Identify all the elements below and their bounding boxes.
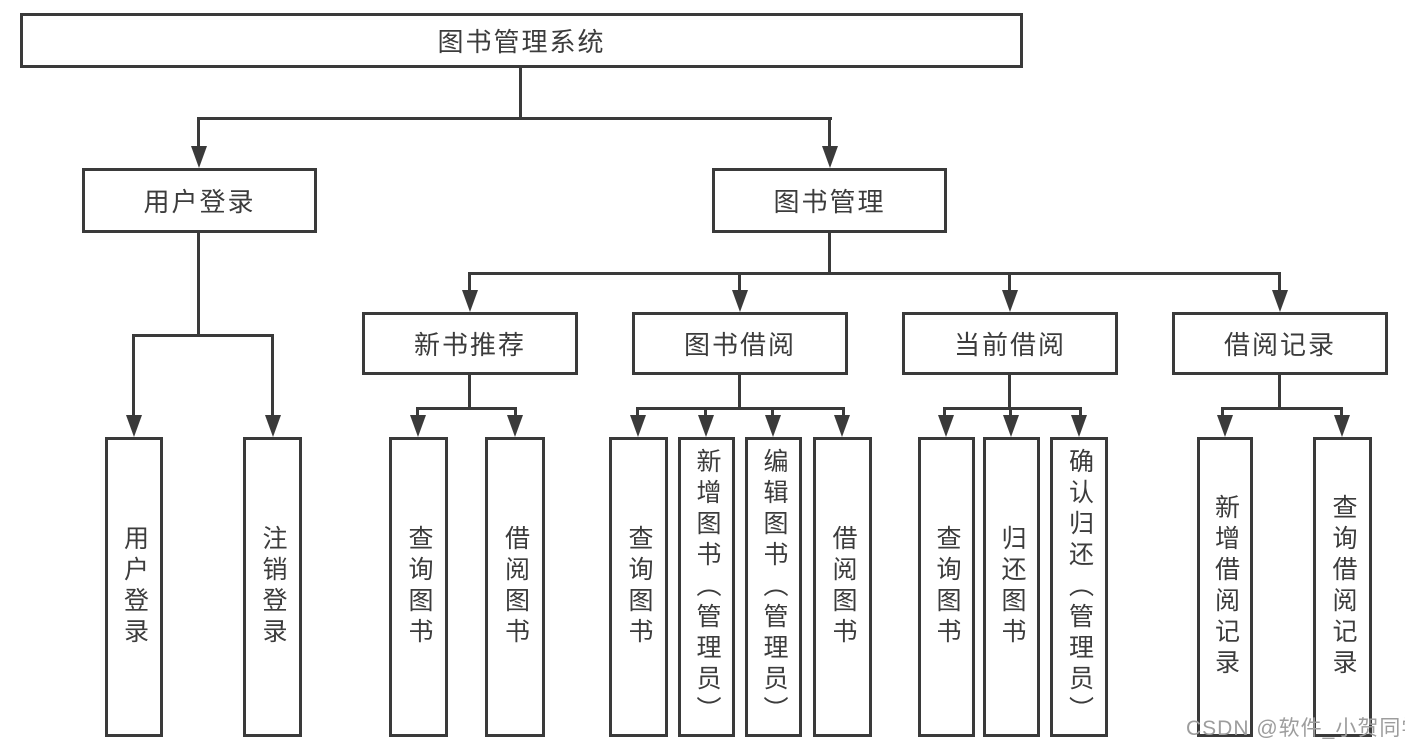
arrow-down-icon — [938, 415, 954, 437]
leaf-return-books: 归还图书 — [983, 437, 1040, 737]
arrow-down-icon — [265, 415, 281, 437]
connector-line — [197, 117, 832, 120]
arrow-down-icon — [191, 146, 207, 168]
arrow-down-icon — [507, 415, 523, 437]
connector-line — [738, 375, 741, 410]
connector-line — [828, 233, 831, 275]
connector-line — [416, 407, 517, 410]
connector-line — [1008, 272, 1011, 292]
connector-line — [771, 407, 774, 418]
connector-line — [1008, 375, 1011, 410]
node-book-borrow: 图书借阅 — [632, 312, 848, 375]
arrow-down-icon — [1003, 415, 1019, 437]
arrow-down-icon — [1334, 415, 1350, 437]
connector-line — [416, 407, 419, 418]
arrow-down-icon — [698, 415, 714, 437]
arrow-down-icon — [822, 146, 838, 168]
connector-line — [738, 272, 741, 292]
arrow-down-icon — [834, 415, 850, 437]
leaf-add-books-admin: 新增图书（管理员） — [678, 437, 735, 737]
connector-line — [468, 272, 471, 292]
connector-line — [468, 375, 471, 410]
leaf-query-borrow-record: 查询借阅记录 — [1313, 437, 1372, 737]
connector-line — [943, 407, 1082, 410]
leaf-user-login: 用户登录 — [105, 437, 163, 737]
node-user-login: 用户登录 — [82, 168, 317, 233]
connector-line — [1340, 407, 1343, 418]
arrow-down-icon — [765, 415, 781, 437]
arrow-down-icon — [126, 415, 142, 437]
arrow-down-icon — [630, 415, 646, 437]
connector-line — [514, 407, 517, 418]
arrow-down-icon — [732, 290, 748, 312]
connector-line — [636, 407, 639, 418]
connector-line — [468, 272, 1281, 275]
arrow-down-icon — [1071, 415, 1087, 437]
arrow-down-icon — [1272, 290, 1288, 312]
node-root-library-system: 图书管理系统 — [20, 13, 1023, 68]
connector-line — [1221, 407, 1343, 410]
connector-line — [132, 334, 135, 417]
leaf-confirm-return-admin: 确认归还（管理员） — [1050, 437, 1108, 737]
watermark: CSDN @软件_小贺同学 — [1186, 717, 1405, 740]
connector-line — [828, 117, 831, 148]
connector-line — [519, 68, 522, 118]
leaf-borrow-books-recommend: 借阅图书 — [485, 437, 545, 737]
connector-line — [197, 233, 200, 337]
connector-line — [1009, 407, 1012, 418]
node-new-book-recommend: 新书推荐 — [362, 312, 578, 375]
node-book-management: 图书管理 — [712, 168, 947, 233]
leaf-borrow-books: 借阅图书 — [813, 437, 872, 737]
leaf-logout: 注销登录 — [243, 437, 302, 737]
connector-line — [132, 334, 274, 337]
connector-line — [636, 407, 845, 410]
connector-line — [1221, 407, 1224, 418]
connector-line — [1278, 375, 1281, 410]
connector-line — [943, 407, 946, 418]
leaf-query-books-current: 查询图书 — [918, 437, 975, 737]
leaf-edit-books-admin: 编辑图书（管理员） — [745, 437, 802, 737]
connector-line — [842, 407, 845, 418]
arrow-down-icon — [410, 415, 426, 437]
leaf-query-books-recommend: 查询图书 — [389, 437, 448, 737]
arrow-down-icon — [1002, 290, 1018, 312]
connector-line — [1079, 407, 1082, 418]
connector-line — [197, 117, 200, 148]
leaf-add-borrow-record: 新增借阅记录 — [1197, 437, 1253, 737]
leaf-query-books-borrow: 查询图书 — [609, 437, 668, 737]
arrow-down-icon — [1217, 415, 1233, 437]
node-current-borrow: 当前借阅 — [902, 312, 1118, 375]
connector-line — [1278, 272, 1281, 292]
connector-line — [704, 407, 707, 418]
node-borrow-records: 借阅记录 — [1172, 312, 1388, 375]
connector-line — [271, 334, 274, 417]
arrow-down-icon — [462, 290, 478, 312]
